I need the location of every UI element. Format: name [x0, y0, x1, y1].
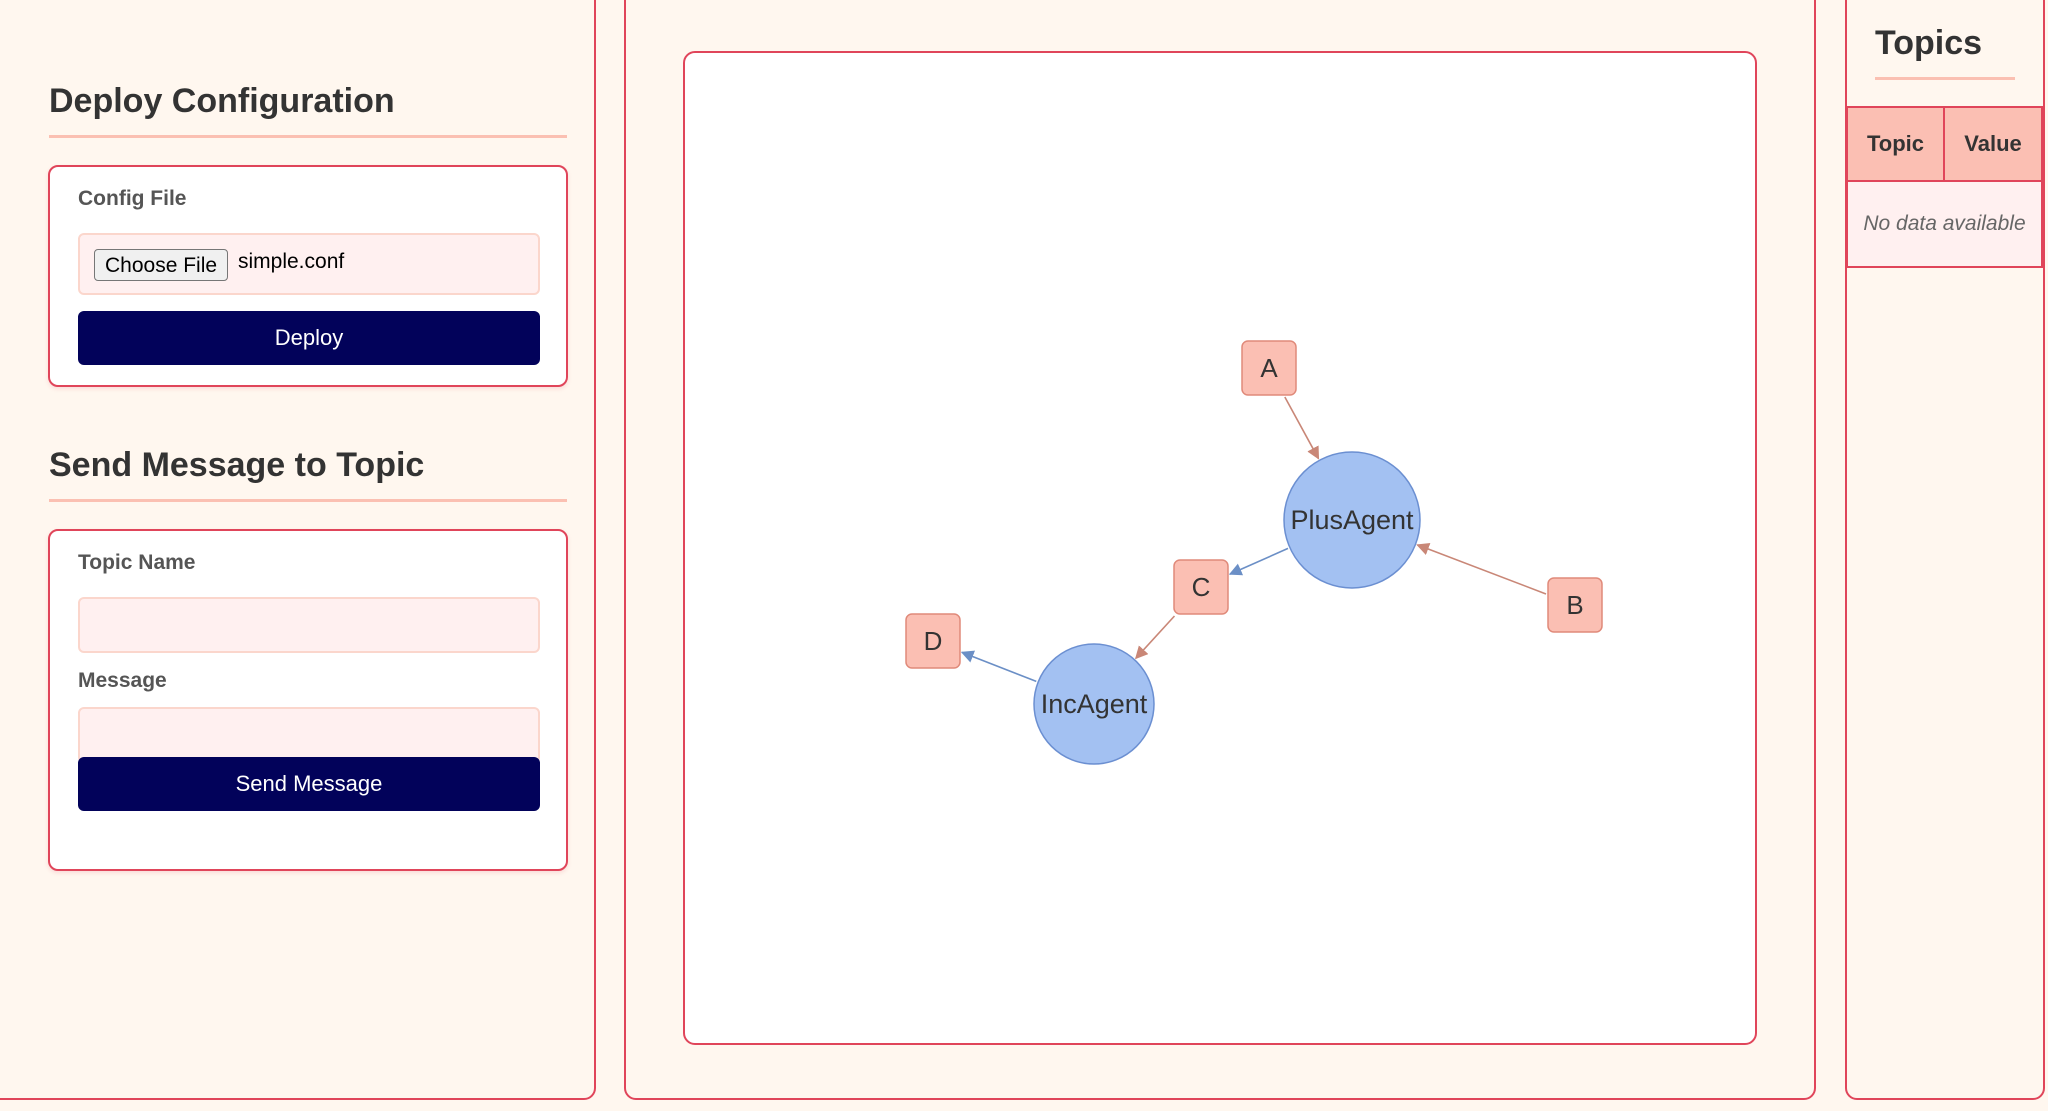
topics-table-header: Topic Value — [1845, 106, 2043, 182]
topic-node-label: C — [1192, 572, 1211, 602]
config-file-label: Config File — [78, 187, 187, 210]
edge-c-to-incagent — [1134, 615, 1176, 660]
agent-node-plusagent[interactable]: PlusAgent — [1283, 451, 1421, 589]
message-input[interactable] — [78, 707, 540, 763]
send-message-button[interactable]: Send Message — [78, 757, 540, 811]
empty-state-text: No data available — [1846, 180, 2043, 268]
deploy-button[interactable]: Deploy — [78, 311, 540, 365]
deploy-card: Config File Choose File simple.conf Depl… — [48, 165, 568, 387]
topic-node-label: B — [1566, 590, 1583, 620]
choose-file-button[interactable]: Choose File — [94, 249, 229, 281]
selected-file-name: simple.conf — [238, 250, 345, 273]
table-row: No data available — [1846, 180, 2043, 268]
agent-node-label: IncAgent — [1041, 689, 1148, 719]
edge-plusagent-to-c — [1228, 547, 1289, 576]
topic-name-label: Topic Name — [78, 551, 196, 574]
config-file-input[interactable]: Choose File simple.conf — [78, 233, 540, 295]
topics-panel-title: Topics — [1875, 24, 2015, 80]
topic-node-a[interactable]: A — [1241, 340, 1297, 396]
column-header-topic: Topic — [1845, 106, 1946, 182]
edge-b-to-plusagent — [1416, 543, 1547, 595]
agent-node-label: PlusAgent — [1290, 505, 1414, 535]
deploy-section-title: Deploy Configuration — [49, 82, 567, 138]
topic-node-label: D — [924, 626, 943, 656]
send-message-card: Topic Name Message Send Message — [48, 529, 568, 871]
agent-node-incagent[interactable]: IncAgent — [1033, 643, 1155, 765]
topic-node-c[interactable]: C — [1173, 559, 1229, 615]
message-label: Message — [78, 669, 167, 692]
topic-node-d[interactable]: D — [905, 613, 961, 669]
send-section-title: Send Message to Topic — [49, 446, 567, 502]
graph-edges — [960, 396, 1547, 683]
topic-node-b[interactable]: B — [1547, 577, 1603, 633]
edge-a-to-plusagent — [1284, 396, 1320, 460]
topic-node-label: A — [1260, 353, 1278, 383]
edge-incagent-to-d — [960, 650, 1037, 683]
topic-name-input[interactable] — [78, 597, 540, 653]
column-header-value: Value — [1943, 106, 2043, 182]
topics-table: Topic Value No data available — [1845, 106, 2043, 268]
